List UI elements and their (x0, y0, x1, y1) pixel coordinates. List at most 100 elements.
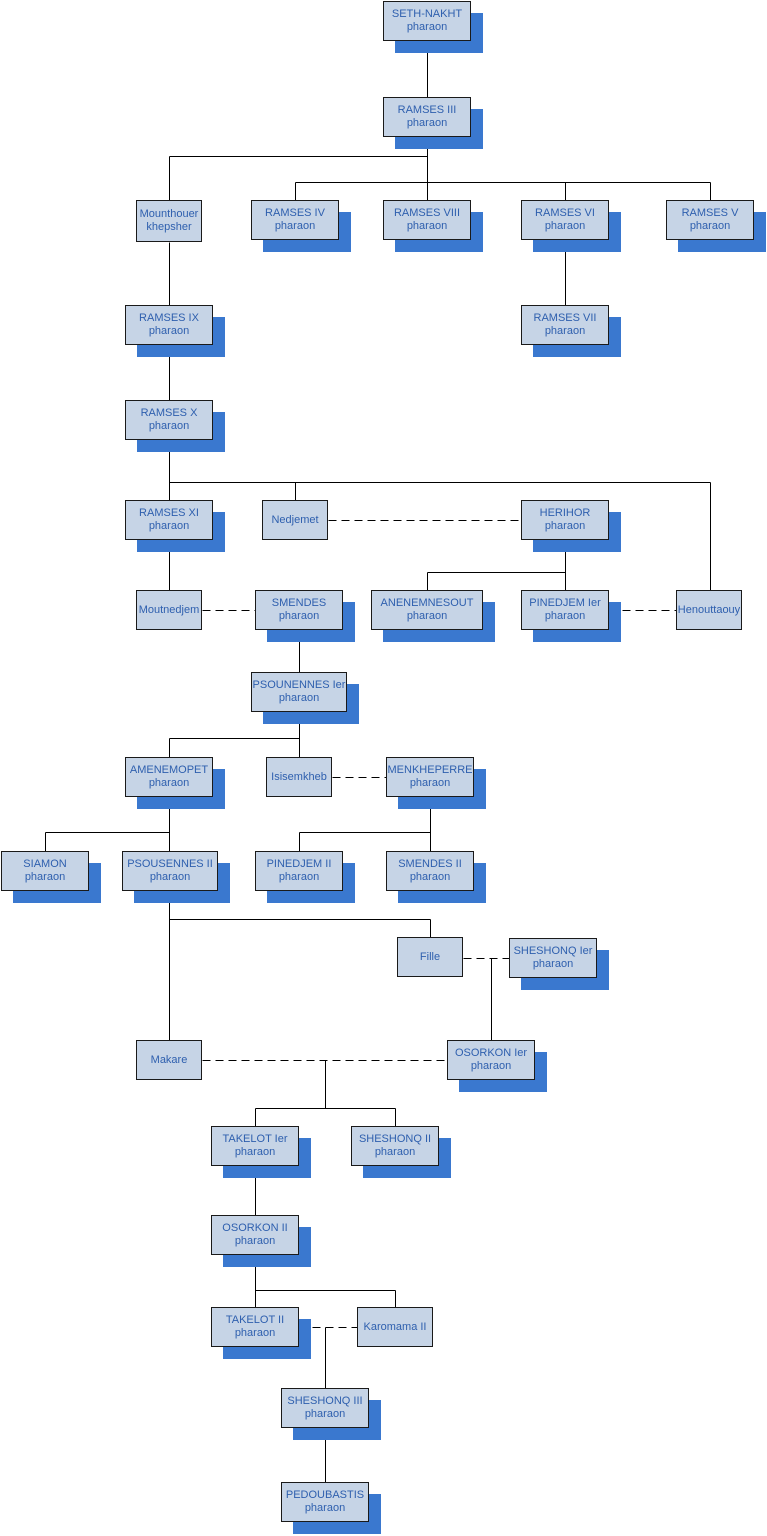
person-name: PSOUSENNES II (127, 858, 213, 870)
person-title: pharaon (406, 21, 448, 33)
person-node-fille: Fille (397, 937, 463, 977)
person-name: RAMSES VII (533, 312, 597, 324)
person-name: RAMSES IV (265, 207, 325, 219)
person-title: pharaon (234, 1235, 276, 1247)
person-title: pharaon (148, 520, 190, 532)
person-name: SIAMON (23, 858, 67, 870)
person-node-moutnedjem: Moutnedjem (136, 590, 202, 630)
person-name: SHESHONQ II (358, 1133, 432, 1145)
person-name: ANENEMNESOUT (380, 597, 474, 609)
person-name: AMENEMOPET (129, 764, 209, 776)
person-name: RAMSES III (397, 104, 457, 116)
person-title: pharaon (374, 1146, 416, 1158)
person-name: RAMSES XI (139, 507, 199, 519)
person-title: pharaon (278, 692, 320, 704)
person-name: SETH-NAKHT (391, 8, 463, 20)
person-node-isisemkheb: Isisemkheb (266, 757, 332, 797)
person-name: Moutnedjem (138, 603, 200, 616)
person-title: pharaon (24, 871, 66, 883)
person-title: pharaon (278, 610, 320, 622)
person-title: pharaon (234, 1327, 276, 1339)
person-name: RAMSES IX (139, 312, 199, 324)
person-name: RAMSES X (140, 407, 198, 419)
person-node-karomama2: Karomama II (357, 1307, 433, 1347)
person-title: pharaon (304, 1408, 346, 1420)
person-name: PSOUNENNES Ier (252, 679, 346, 691)
person-title: pharaon (406, 117, 448, 129)
person-title: pharaon (409, 871, 451, 883)
person-title: pharaon (406, 220, 448, 232)
person-title: pharaon (470, 1060, 512, 1072)
person-name: Mounthouer (139, 208, 199, 220)
person-title: pharaon (234, 1146, 276, 1158)
person-title: pharaon (544, 220, 586, 232)
person-title: pharaon (689, 220, 731, 232)
person-name: TAKELOT II (225, 1314, 285, 1326)
person-name: OSORKON Ier (454, 1047, 528, 1059)
person-name: RAMSES V (681, 207, 739, 219)
person-name: Makare (150, 1053, 188, 1066)
person-name: PINEDJEM II (266, 858, 332, 870)
person-name: SHESHONQ III (287, 1395, 363, 1407)
person-title: pharaon (544, 325, 586, 337)
person-title: pharaon (148, 325, 190, 337)
person-title: pharaon (544, 610, 586, 622)
person-name: RAMSES VIII (393, 207, 461, 219)
person-title: pharaon (304, 1502, 346, 1514)
person-title: pharaon (148, 777, 190, 789)
person-name: HERIHOR (539, 507, 591, 519)
person-name: PINEDJEM Ier (529, 597, 601, 609)
person-name: Fille (419, 950, 441, 963)
person-title: pharaon (149, 871, 191, 883)
person-title: pharaon (278, 871, 320, 883)
person-node-makare: Makare (136, 1040, 202, 1080)
person-name: SMENDES (271, 597, 327, 609)
person-name: SMENDES II (398, 858, 462, 870)
person-title: pharaon (274, 220, 316, 232)
person-name: RAMSES VI (535, 207, 595, 219)
person-name: Karomama II (363, 1320, 427, 1333)
person-name: PEDOUBASTIS (285, 1489, 365, 1501)
person-title: pharaon (409, 777, 451, 789)
person-name: Henouttaouy (677, 603, 741, 616)
person-title: pharaon (148, 420, 190, 432)
person-node-nedjemet: Nedjemet (262, 500, 328, 540)
person-title: pharaon (532, 958, 574, 970)
person-name: TAKELOT Ier (222, 1133, 288, 1145)
person-name: OSORKON II (222, 1222, 288, 1234)
person-name: SHESHONQ Ier (513, 945, 593, 957)
person-title: pharaon (544, 520, 586, 532)
person-name: Isisemkheb (271, 770, 327, 783)
person-title: khepsher (146, 221, 192, 233)
person-name: MENKHEPERRE (387, 764, 473, 776)
